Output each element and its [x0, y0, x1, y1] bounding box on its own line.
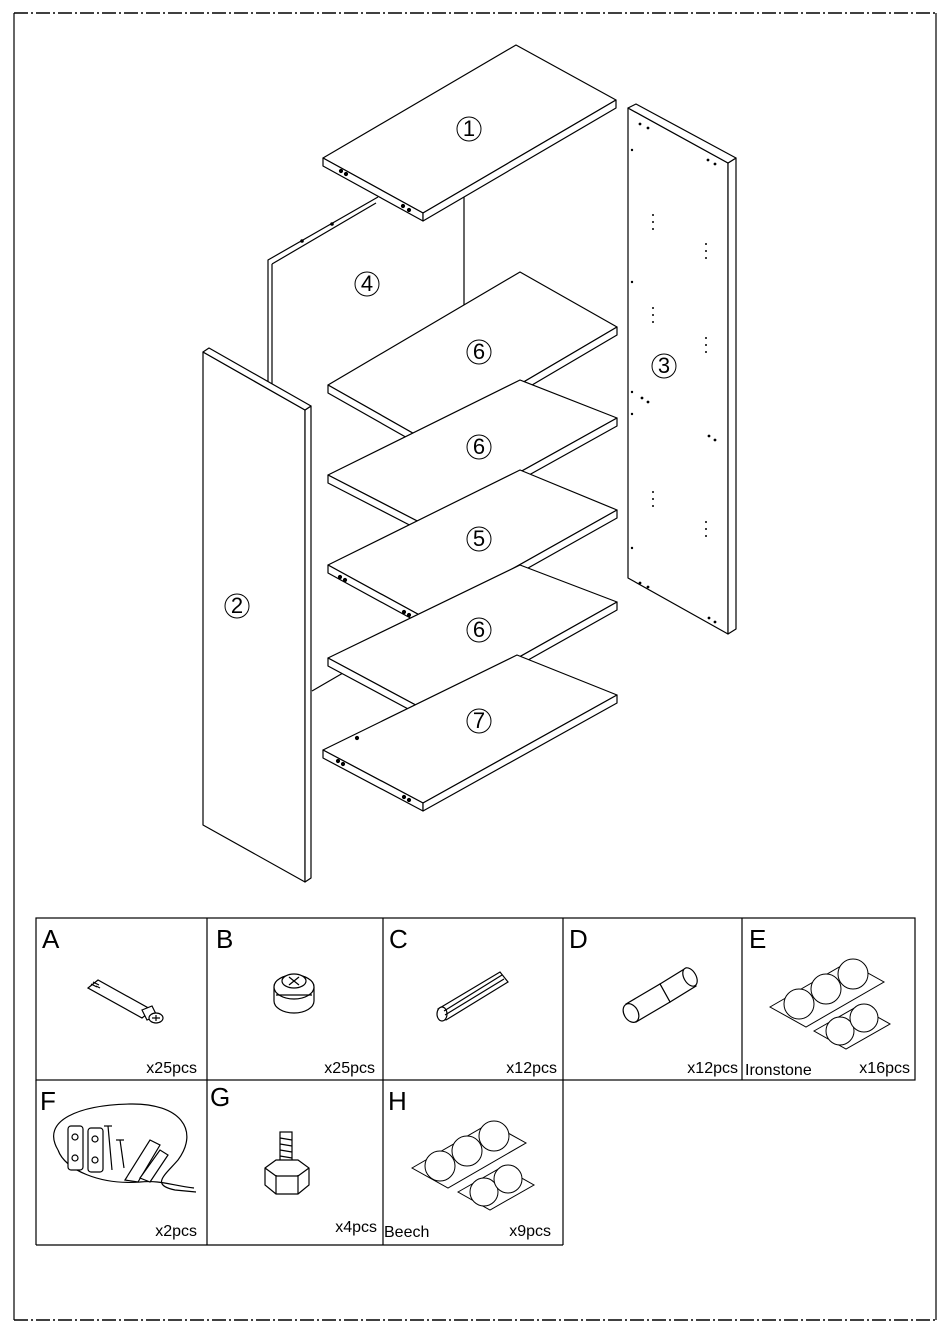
part-number-text: 7: [473, 708, 485, 733]
hardware-quantity: x4pcs: [335, 1219, 377, 1236]
wooden-dowel-icon: [437, 972, 508, 1021]
hardware-quantity: x9pcs: [509, 1223, 551, 1240]
part-number-text: 4: [361, 271, 373, 296]
part-number-right-side-panel: 3: [652, 353, 676, 378]
part-number-text: 1: [463, 116, 475, 141]
cam-lock-icon: [274, 974, 314, 1013]
hardware-quantity: x25pcs: [146, 1060, 197, 1077]
hardware-letter: E: [749, 924, 766, 954]
part-number-text: 2: [231, 593, 243, 618]
hardware-letter: A: [42, 924, 60, 954]
part-number-text: 6: [473, 339, 485, 364]
hardware-letter: C: [389, 924, 408, 954]
cam-bolt-icon: [88, 980, 163, 1023]
part-number-text: 6: [473, 617, 485, 642]
back-panel-lower-edge: [312, 673, 343, 691]
anti-tip-kit-icon: [54, 1104, 196, 1192]
part-number-top-panel: 1: [457, 116, 481, 141]
part-number-shelf-3: 6: [467, 617, 491, 642]
part-number-text: 5: [473, 526, 485, 551]
part-number-text: 6: [473, 434, 485, 459]
part-number-shelf-2: 6: [467, 434, 491, 459]
leveling-foot-icon: [265, 1132, 309, 1194]
cover-sticker-icon: [412, 1121, 534, 1210]
part-number-text: 3: [658, 353, 670, 378]
hardware-letter: D: [569, 924, 588, 954]
hardware-letter: B: [216, 924, 233, 954]
shelf-pin-icon: [620, 965, 700, 1025]
part-number-shelf-1: 6: [467, 339, 491, 364]
part-number-bottom-panel: 7: [467, 708, 491, 733]
hardware-quantity: x2pcs: [155, 1223, 197, 1240]
part-number-back-panel: 4: [355, 271, 379, 296]
cover-sticker-icon: [770, 959, 890, 1049]
hardware-quantity: x12pcs: [687, 1060, 738, 1077]
hardware-note: Beech: [384, 1224, 429, 1241]
hardware-letter: H: [388, 1086, 407, 1116]
right-side-panel: [628, 104, 736, 634]
hardware-letter: F: [40, 1086, 56, 1116]
hardware-letter: G: [210, 1082, 230, 1112]
hardware-quantity: x16pcs: [859, 1060, 910, 1077]
part-number-fixed-shelf: 5: [467, 526, 491, 551]
part-number-left-side-panel: 2: [225, 593, 249, 618]
hardware-note: Ironstone: [745, 1062, 812, 1079]
hardware-quantity: x25pcs: [324, 1060, 375, 1077]
hardware-quantity: x12pcs: [506, 1060, 557, 1077]
left-side-panel: [203, 348, 311, 882]
